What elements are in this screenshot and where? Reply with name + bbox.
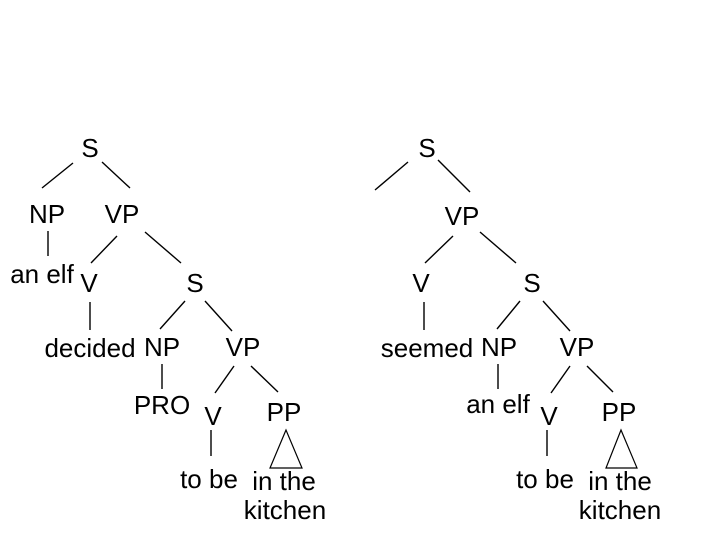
tree-branch-line	[159, 300, 186, 330]
tree-branch-line	[437, 159, 471, 193]
tree-node-left-kitchen: kitchen	[243, 495, 327, 525]
tree-branch-line	[204, 300, 233, 332]
tree-branch-line	[90, 235, 118, 264]
tree-node-right-vp-embedded: VP	[559, 332, 595, 362]
tree-branch-line	[496, 300, 521, 330]
tree-node-left-to-be: to be	[180, 464, 238, 494]
tree-node-left-pp: PP	[266, 397, 302, 427]
tree-branch-line	[144, 231, 182, 264]
tree-node-left-v-embedded: V	[204, 401, 222, 431]
tree-node-left-in-the: in the	[252, 466, 316, 496]
tree-node-right-seemed: seemed	[380, 333, 474, 363]
tree-node-right-s-root: S	[418, 133, 436, 163]
tree-branch-line	[214, 365, 235, 394]
tree-node-right-v-main: V	[412, 268, 430, 298]
constituent-triangle	[269, 428, 303, 469]
tree-node-right-np-embedded: NP	[480, 332, 518, 362]
tree-node-right-in-the: in the	[588, 466, 652, 496]
tree-node-left-s-embedded: S	[186, 268, 204, 298]
tree-node-right-kitchen: kitchen	[578, 495, 662, 525]
tree-branch-line	[586, 365, 614, 393]
tree-branch-line	[550, 365, 571, 394]
tree-node-left-an-elf: an elf	[10, 259, 74, 289]
tree-branch-line	[41, 162, 74, 189]
tree-node-right-s-embedded: S	[523, 268, 541, 298]
tree-node-left-s-root: S	[81, 133, 99, 163]
tree-node-left-v-main: V	[80, 268, 98, 298]
tree-node-right-an-elf: an elf	[466, 389, 530, 419]
tree-node-left-pro: PRO	[133, 390, 191, 420]
tree-node-right-to-be: to be	[516, 464, 574, 494]
tree-node-left-decided: decided	[44, 333, 136, 363]
constituent-triangle	[605, 428, 638, 469]
tree-branch-line	[374, 161, 409, 191]
tree-node-left-vp-embedded: VP	[225, 332, 261, 362]
tree-node-right-v-embedded: V	[540, 401, 558, 431]
tree-branch-line	[101, 161, 131, 189]
tree-branch-line	[250, 365, 279, 393]
tree-node-right-pp: PP	[601, 397, 637, 427]
tree-node-left-vp-main: VP	[104, 199, 140, 229]
tree-node-left-np-subject: NP	[28, 199, 66, 229]
tree-node-left-np-embedded: NP	[143, 332, 181, 362]
tree-node-right-vp-main: VP	[444, 201, 480, 231]
tree-branch-line	[542, 300, 571, 332]
tree-branch-line	[424, 235, 454, 264]
tree-branch-line	[479, 231, 517, 264]
